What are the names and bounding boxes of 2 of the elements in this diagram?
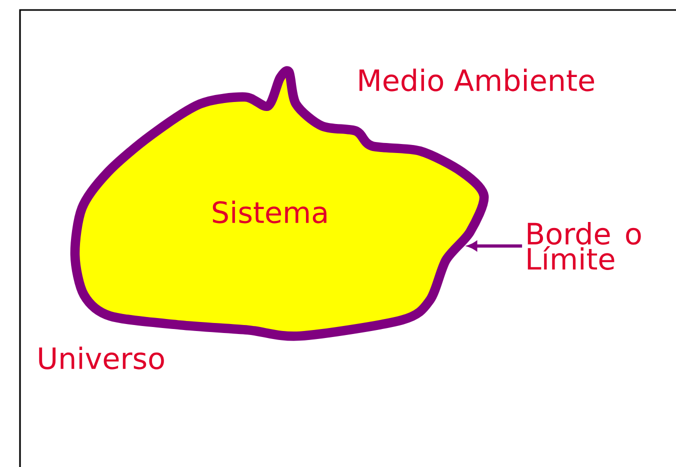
boundary-label: Borde o Límite (528, 222, 641, 270)
arrow (468, 241, 522, 251)
